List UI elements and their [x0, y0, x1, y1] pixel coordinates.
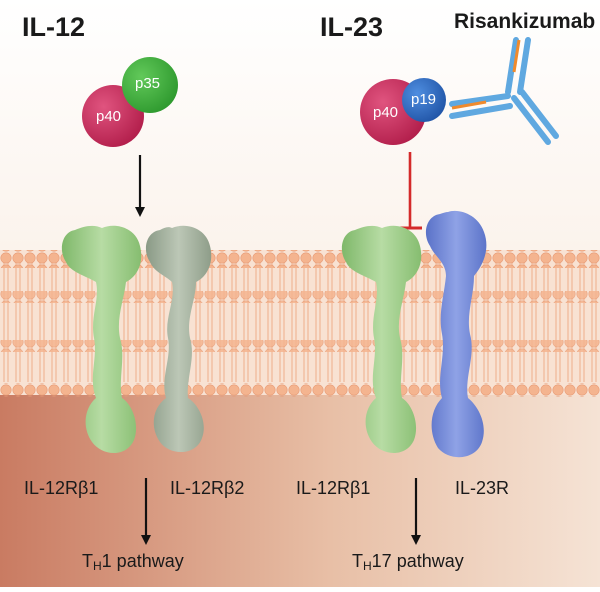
il23-p19-subunit: [402, 78, 446, 122]
th1-prefix: T: [82, 551, 93, 571]
th1-pathway-label: TH1 pathway: [82, 551, 184, 573]
il12rb1-receptor-left: [61, 225, 142, 453]
il12-cytokine: p40 p35: [82, 57, 178, 147]
il23-receptor-right-label: IL-23R: [455, 478, 510, 498]
th17-pathway-label: TH17 pathway: [352, 551, 464, 573]
il12-p40-label: p40: [96, 108, 121, 125]
il23-rb1-receptor-left: [341, 225, 422, 453]
il23-receptor-left-label: IL-12Rβ1: [296, 478, 371, 498]
il12-p35-label: p35: [135, 75, 160, 92]
th17-suffix: 17 pathway: [371, 551, 464, 571]
il12-receptor-right-label: IL-12Rβ2: [170, 478, 245, 498]
th1-suffix: 1 pathway: [101, 551, 184, 571]
th17-prefix: T: [352, 551, 363, 571]
risankizumab-antibody: [449, 37, 559, 145]
il12rb2-receptor-right: [145, 225, 212, 453]
il23r-receptor-right: [425, 210, 487, 458]
th17-subscript: H: [363, 559, 372, 573]
th1-subscript: H: [93, 559, 102, 573]
il23-cytokine: p40 p19: [360, 78, 446, 145]
il12-title: IL-12: [22, 12, 86, 42]
il23-title: IL-23: [320, 12, 384, 42]
risankizumab-label: Risankizumab: [454, 10, 596, 33]
il12-receptor-left-label: IL-12Rβ1: [24, 478, 99, 498]
il12-p35-subunit: [122, 57, 178, 113]
il23-p19-label: p19: [411, 91, 436, 108]
il23-p40-label: p40: [373, 104, 398, 121]
